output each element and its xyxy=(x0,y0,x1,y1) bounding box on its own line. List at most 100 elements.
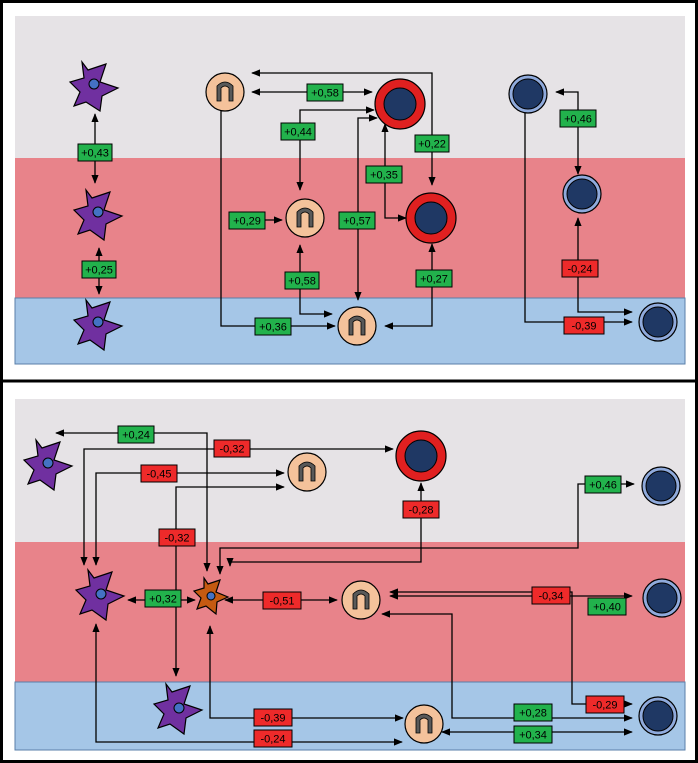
correlation-label: -0,24 xyxy=(561,259,599,278)
correlation-label: -0,29 xyxy=(585,695,625,714)
correlation-label: +0,32 xyxy=(144,589,182,608)
correlation-label: -0,45 xyxy=(140,464,178,483)
correlation-label: -0,32 xyxy=(213,439,251,458)
correlation-value: +0,57 xyxy=(343,216,371,228)
correlation-label-box xyxy=(563,316,605,335)
correlation-label-box xyxy=(587,597,627,616)
correlation-label-box xyxy=(513,703,553,722)
correlation-label: +0,46 xyxy=(584,475,622,494)
correlation-label: +0,28 xyxy=(513,703,553,722)
dendritic-cell-nucleus xyxy=(173,702,185,714)
dendritic-cell-nucleus xyxy=(92,206,104,218)
correlation-label: +0,35 xyxy=(365,165,403,184)
correlation-value: -0,45 xyxy=(146,469,171,481)
correlation-label: -0,39 xyxy=(253,708,293,727)
edge xyxy=(92,623,403,746)
edge xyxy=(574,217,633,316)
edge xyxy=(80,445,394,566)
correlation-label-box xyxy=(584,475,622,494)
correlation-label-box xyxy=(280,122,316,141)
correlation-value: -0,32 xyxy=(219,444,244,456)
correlation-label-box xyxy=(228,211,266,230)
panel-2: +0,24 -0,32 -0,45 -0,32 -0,28 +0,46 +0,3… xyxy=(14,399,686,751)
correlation-label: +0,58 xyxy=(284,271,320,290)
correlation-label-box xyxy=(415,269,453,288)
correlation-label-box xyxy=(77,143,113,162)
dendritic-cell-nucleus xyxy=(88,78,100,90)
edge xyxy=(92,469,285,566)
correlation-label: +0,25 xyxy=(81,260,117,279)
correlation-label: +0,46 xyxy=(559,109,597,128)
correlation-label-box xyxy=(117,425,155,444)
neutrophil-nucleus xyxy=(216,81,234,102)
correlation-label-box xyxy=(144,589,182,608)
panel-1-labels: +0,43 +0,25 +0,58 +0,44 +0,22 +0,35 +0,2… xyxy=(77,83,605,336)
correlation-value: +0,40 xyxy=(593,602,621,614)
correlation-label-box xyxy=(338,211,376,230)
lymphocyte-nucleus xyxy=(512,78,544,110)
correlation-label: -0,34 xyxy=(531,586,571,605)
correlation-value: +0,22 xyxy=(418,139,446,151)
correlation-label-box xyxy=(306,83,344,102)
correlation-value: +0,58 xyxy=(288,276,316,288)
correlation-label: -0,51 xyxy=(262,591,302,610)
neutrophil-nucleus xyxy=(348,315,366,336)
correlation-label: -0,32 xyxy=(158,528,196,547)
edge xyxy=(217,95,336,330)
correlation-label: -0,39 xyxy=(563,316,605,335)
correlation-value: +0,32 xyxy=(149,594,177,606)
panel-1: +0,43 +0,25 +0,58 +0,44 +0,22 +0,35 +0,2… xyxy=(14,16,686,365)
correlation-value: +0,29 xyxy=(233,216,261,228)
red-ring-cell-nucleus xyxy=(383,87,417,121)
neutrophil-nucleus xyxy=(296,207,314,228)
correlation-value: -0,34 xyxy=(538,591,563,603)
dendritic-cell-nucleus xyxy=(42,457,54,469)
correlation-value: +0,46 xyxy=(564,114,592,126)
correlation-label-box xyxy=(365,165,403,184)
correlation-label-box xyxy=(140,464,178,483)
correlation-value: +0,58 xyxy=(311,88,339,100)
correlation-label: +0,40 xyxy=(587,597,627,616)
red-ring-cell-nucleus xyxy=(404,439,438,473)
edge xyxy=(555,88,582,175)
neutrophil-icon xyxy=(341,580,381,620)
correlation-value: -0,51 xyxy=(269,596,294,608)
panel-2-labels: +0,24 -0,32 -0,45 -0,32 -0,28 +0,46 +0,3… xyxy=(117,425,627,748)
correlation-label-box xyxy=(585,695,625,714)
dendritic-cell-nucleus xyxy=(95,588,107,600)
neutrophil-icon xyxy=(404,704,444,744)
correlation-label: +0,43 xyxy=(77,143,113,162)
correlation-label: -0,28 xyxy=(402,500,440,519)
correlation-value: +0,28 xyxy=(519,708,547,720)
correlation-value: +0,46 xyxy=(589,480,617,492)
correlation-value: +0,35 xyxy=(370,170,398,182)
correlation-value: -0,24 xyxy=(567,264,592,276)
correlation-label-box xyxy=(402,500,440,519)
correlation-value: +0,44 xyxy=(284,127,312,139)
correlation-label-box xyxy=(158,528,196,547)
correlation-label-box xyxy=(213,439,251,458)
panel-2-band-bottom xyxy=(14,681,686,751)
correlation-value: -0,39 xyxy=(571,321,596,333)
neutrophil-nucleus xyxy=(352,589,370,610)
correlation-label: -0,24 xyxy=(253,729,293,748)
edge xyxy=(354,114,378,301)
correlation-value: +0,24 xyxy=(122,430,150,442)
correlation-label: +0,22 xyxy=(414,134,450,153)
correlation-label-box xyxy=(561,259,599,278)
correlation-label: +0,34 xyxy=(513,725,553,744)
correlation-label-box xyxy=(531,586,571,605)
correlation-label-box xyxy=(253,729,293,748)
edge xyxy=(381,123,407,222)
lymphocyte-nucleus xyxy=(642,700,674,732)
panel-2-band-top xyxy=(15,399,685,542)
correlation-label: +0,24 xyxy=(117,425,155,444)
correlation-value: -0,24 xyxy=(260,734,285,746)
lymphocyte-nucleus xyxy=(645,470,677,502)
neutrophil-icon xyxy=(285,198,325,238)
dendritic-cell-nucleus xyxy=(92,316,104,328)
correlation-label: +0,27 xyxy=(415,269,453,288)
red-ring-cell-nucleus xyxy=(414,201,448,235)
lymphocyte-nucleus xyxy=(646,582,678,614)
